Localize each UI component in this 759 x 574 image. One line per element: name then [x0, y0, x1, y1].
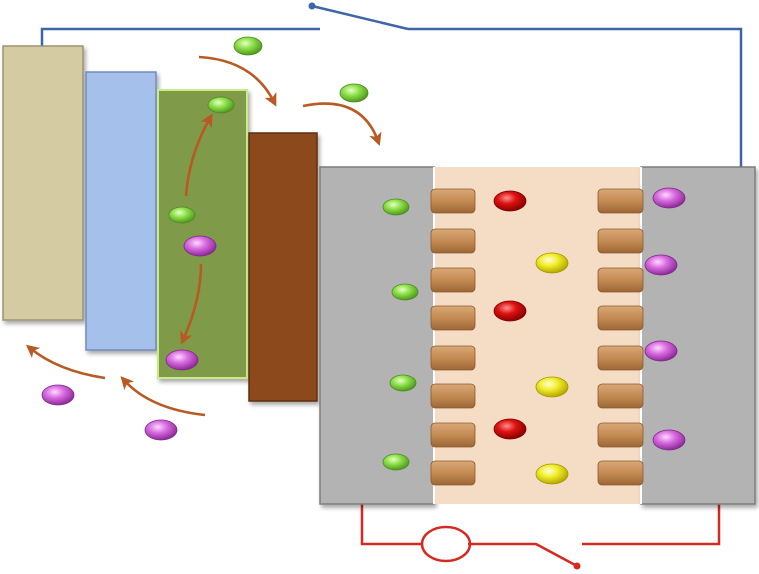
red-ion	[493, 418, 527, 440]
left-tab	[430, 188, 476, 214]
yellow-ion	[535, 463, 569, 485]
purple-ion	[144, 419, 178, 441]
arrows	[25, 55, 382, 417]
green-ion	[168, 206, 196, 224]
green-ion	[233, 36, 263, 56]
arrow-bottom-1	[25, 344, 106, 380]
blue-wire	[40, 2, 743, 168]
left-tab	[430, 460, 476, 486]
purple-ion	[644, 340, 678, 362]
arrow-up-green	[184, 113, 213, 197]
bottom-switch-pivot	[573, 562, 581, 570]
right-electrode	[640, 166, 756, 505]
purple-ion	[41, 384, 75, 406]
electrolyte	[434, 167, 641, 504]
arrow-top-1	[198, 55, 277, 107]
right-tab	[597, 228, 644, 254]
yellow-ion	[535, 252, 569, 274]
right-tab	[597, 305, 644, 331]
arrow-top-2	[302, 102, 382, 146]
cell	[319, 166, 756, 505]
right-tab	[597, 383, 644, 409]
right-tab	[597, 422, 644, 448]
right-tab	[597, 345, 644, 371]
yellow-ion	[535, 376, 569, 398]
left-tab	[430, 383, 476, 409]
left-electrode	[319, 166, 435, 505]
bottom-switch	[468, 542, 578, 568]
layer-stack	[2, 45, 318, 402]
brown-layer	[248, 132, 318, 402]
purple-ion	[652, 429, 686, 451]
green-ion	[339, 83, 369, 103]
arrow-bottom-2	[120, 376, 206, 417]
purple-ion	[652, 187, 686, 209]
left-tab	[430, 228, 476, 254]
green-ion	[391, 283, 419, 301]
red-ion	[493, 190, 527, 212]
arrow-down-purple	[180, 263, 203, 345]
green-layer	[157, 89, 248, 379]
left-tab	[430, 305, 476, 331]
right-tab	[597, 267, 644, 293]
blue-layer	[85, 71, 157, 351]
right-tab	[597, 188, 644, 214]
green-ion	[382, 198, 410, 216]
right-tab	[597, 460, 644, 486]
left-tab	[430, 345, 476, 371]
red-wire	[360, 504, 721, 570]
purple-ion	[183, 235, 217, 257]
green-ion	[389, 374, 417, 392]
ions	[41, 36, 686, 485]
green-ion	[382, 453, 410, 471]
purple-ion	[165, 349, 199, 371]
separator-tabs	[430, 188, 644, 486]
top-switch-pivot	[308, 2, 316, 10]
top-switch	[311, 4, 409, 31]
beige-layer	[2, 45, 84, 321]
left-tab	[430, 267, 476, 293]
red-ion	[493, 300, 527, 322]
purple-ion	[644, 254, 678, 276]
load-circle	[420, 525, 472, 563]
green-ion	[207, 96, 235, 114]
left-tab	[430, 422, 476, 448]
